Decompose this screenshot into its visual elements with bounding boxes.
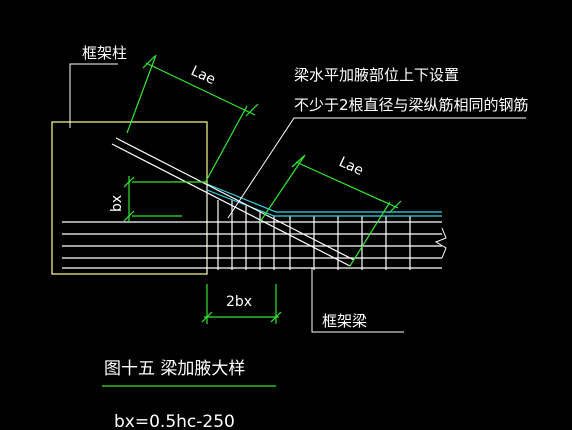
frame-beam-label: 框架梁: [322, 312, 367, 330]
formula-text: bx=0.5hc-250: [114, 412, 235, 430]
beam-break-line: [434, 227, 447, 259]
note-leader: [227, 117, 526, 219]
haunch-diagonal-bar: [111, 137, 355, 267]
lae-upper-label: Lae: [188, 63, 217, 88]
beam-stirrups: [217, 200, 411, 270]
frame-column-leader: [69, 63, 118, 128]
bx-dimension: [123, 176, 205, 222]
beam-longitudinal-bars: [62, 221, 442, 269]
frame-beam-leader: [311, 268, 404, 333]
two-bx-label: 2bx: [226, 294, 252, 310]
figure-title: 图十五 梁加腋大样: [104, 359, 245, 379]
frame-column-label: 框架柱: [82, 44, 127, 62]
note-line-1: 梁水平加腋部位上下设置: [294, 66, 459, 84]
lae-upper-dimension: [126, 54, 259, 184]
lae-lower-label: Lae: [336, 154, 365, 179]
note-line-2: 不少于2根直径与梁纵筋相同的钢筋: [294, 96, 529, 114]
bx-label: bx: [109, 195, 125, 212]
haunch-outline: [206, 183, 442, 217]
two-bx-dimension: [201, 284, 282, 324]
lae-lower-dimension: [259, 154, 402, 267]
